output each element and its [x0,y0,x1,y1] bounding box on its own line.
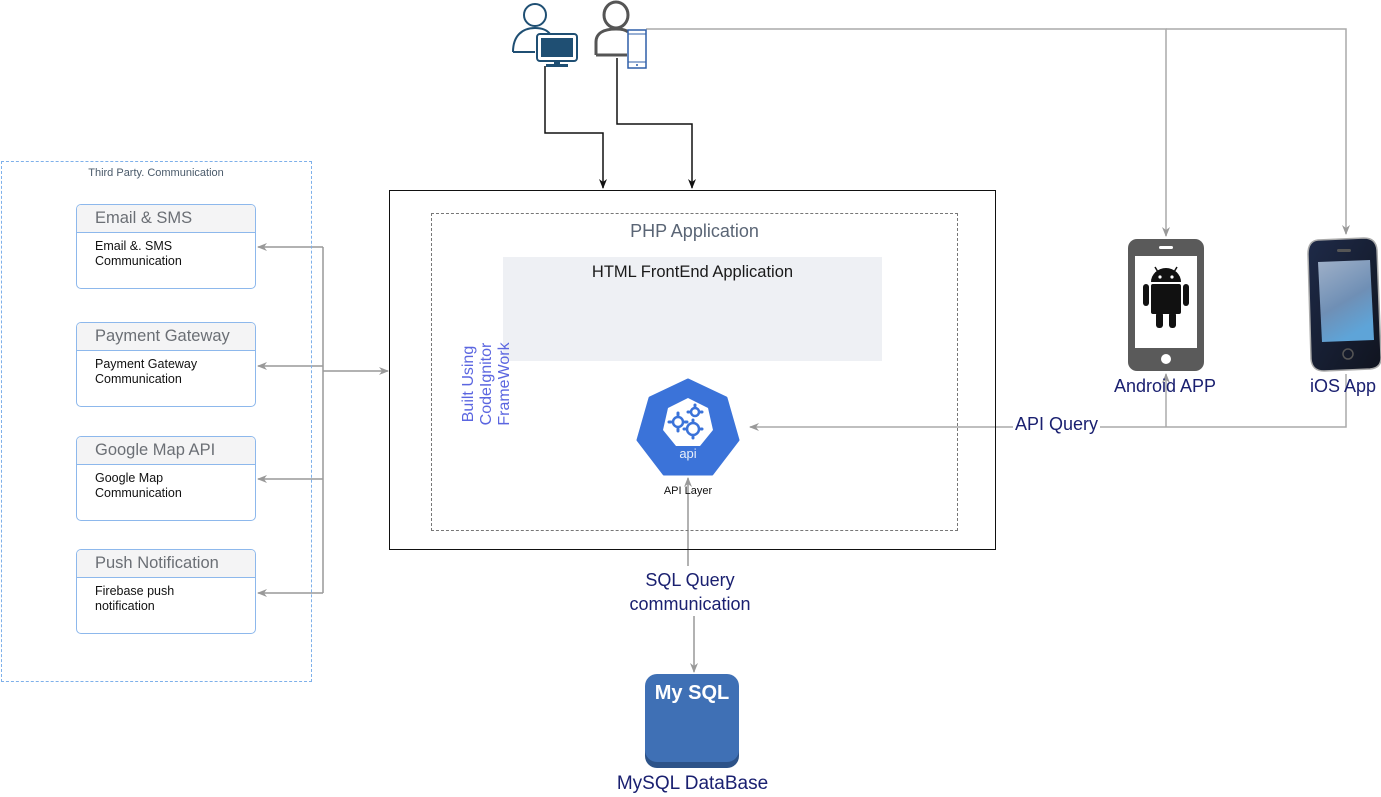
api-query-label: API Query [1013,414,1101,435]
service-payment-gateway[interactable]: Payment Gateway Payment Gateway Communic… [76,322,256,407]
sql-query-label-line: SQL Query [645,570,735,590]
service-push-notification[interactable]: Push Notification Firebase push notifica… [76,549,256,634]
service-description-line: Communication [95,486,182,500]
third-party-title: Third Party. Communication [88,167,224,179]
mysql-database-label: MySQL DataBase [616,773,769,794]
third-party-container [1,161,312,682]
service-description: Email &. SMS Communication [77,233,255,269]
server-container[interactable] [389,190,996,550]
php-application-container[interactable] [431,213,958,531]
html-frontend-title: HTML FrontEnd Application [591,263,794,281]
iphone-icon[interactable] [1306,236,1381,372]
mysql-icon-text: My SQL [655,682,729,704]
service-title: Google Map API [77,437,255,465]
service-description: Firebase push notification [77,578,255,614]
service-description-line: Communication [95,254,182,268]
android-app-label: Android APP [1113,376,1217,396]
mobile-user-to-ios [1166,28,1350,235]
service-description-line: notification [95,599,155,613]
mysql-database-icon[interactable]: My SQL [644,673,740,769]
sql-query-label: SQL Query communication [600,568,780,616]
service-description-line: Google Map [95,471,164,485]
service-title: Email & SMS [77,205,255,233]
service-description-line: Communication [95,372,182,386]
service-description: Google Map Communication [77,465,255,501]
ios-app-label: iOS App [1309,376,1377,396]
desktop-user-connector [544,66,607,189]
mobile-user-icon [594,0,647,69]
sql-query-label-line: communication [629,594,751,614]
service-title: Payment Gateway [77,323,255,351]
service-description: Payment Gateway Communication [77,351,255,387]
api-gear-icon[interactable]: api [636,378,740,478]
api-icon-text: api [679,446,696,461]
framework-label: Built Using CodeIgnitor FrameWork [460,304,513,464]
service-description-line: Firebase push [95,584,175,598]
html-frontend-box[interactable] [503,257,882,361]
php-application-title: PHP Application [630,221,759,241]
desktop-user-icon [512,3,578,67]
android-phone-icon[interactable] [1127,238,1205,372]
service-title: Push Notification [77,550,255,578]
service-google-map-api[interactable]: Google Map API Google Map Communication [76,436,256,521]
framework-label-line: Built Using CodeIgnitor [460,342,495,426]
service-description-line: Payment Gateway [95,357,198,371]
api-layer-label: API Layer [663,485,713,497]
mobile-user-connector [616,58,696,189]
service-email-sms[interactable]: Email & SMS Email &. SMS Communication [76,204,256,289]
service-description-line: Email &. SMS [95,239,173,253]
framework-label-line: FrameWork [496,342,513,426]
